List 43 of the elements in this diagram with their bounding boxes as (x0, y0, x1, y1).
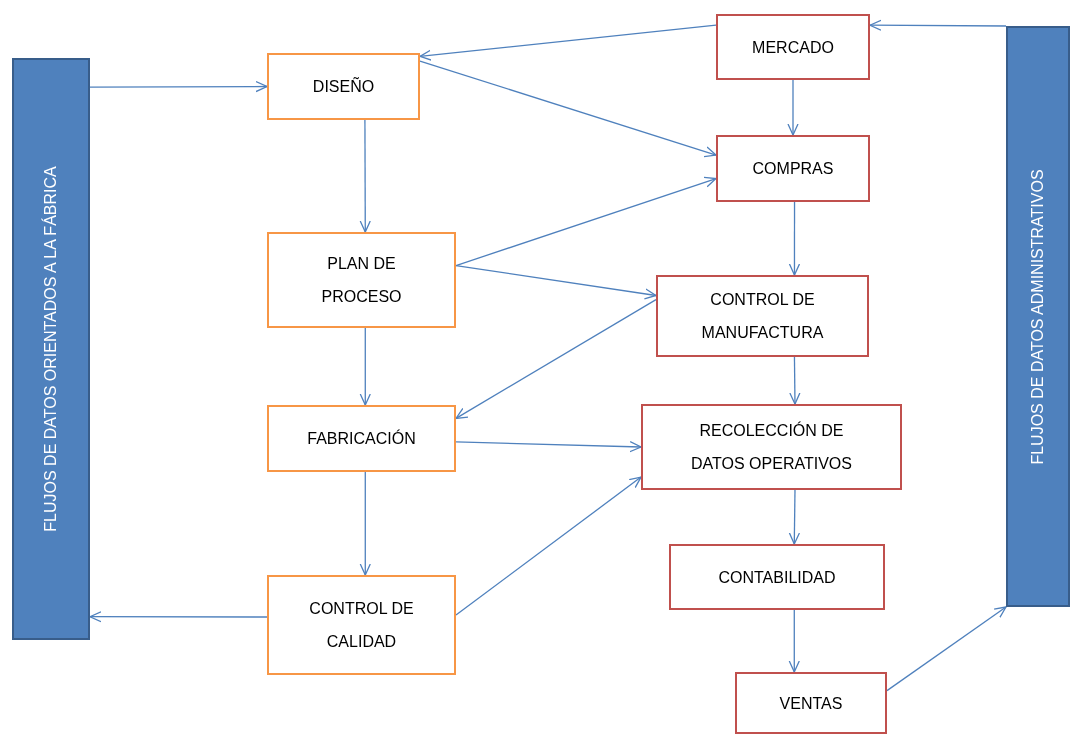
process-box (735, 672, 887, 734)
process-box (669, 544, 885, 610)
arrow (359, 119, 371, 233)
vertical-band (1006, 26, 1070, 607)
box-label: FABRICACIÓN (306, 428, 417, 449)
arrow (787, 79, 799, 136)
box-label: MERCADO (751, 37, 835, 58)
process-box (716, 135, 870, 202)
arrow (886, 606, 1007, 692)
process-box (716, 14, 870, 80)
arrow (788, 489, 801, 545)
box-label: RECOLECCIÓN DE DATOS OPERATIVOS (690, 420, 853, 474)
arrow (455, 441, 642, 453)
process-box (267, 575, 456, 675)
arrow (789, 356, 801, 405)
vertical-band (12, 58, 90, 640)
arrow (359, 327, 371, 406)
arrow (359, 471, 371, 576)
arrow (455, 176, 717, 267)
box-label: VENTAS (778, 693, 844, 714)
band-label: FLUJOS DE DATOS ADMINISTRATIVOS (1028, 168, 1047, 465)
box-label: CONTABILIDAD (717, 567, 837, 588)
box-label: PLAN DE PROCESO (320, 254, 403, 307)
arrow (455, 476, 642, 616)
process-box (267, 232, 456, 328)
arrow (89, 611, 268, 623)
process-box (267, 53, 420, 120)
box-label: COMPRAS (751, 159, 835, 179)
arrow (455, 298, 657, 420)
box-label: CONTROL DE CALIDAD (308, 599, 415, 652)
arrow (419, 60, 717, 158)
process-box (641, 404, 902, 490)
arrow (869, 19, 1007, 31)
band-label: FLUJOS DE DATOS ORIENTADOS A LA FÁBRICA (40, 166, 60, 532)
arrow (419, 24, 717, 61)
arrow (788, 609, 800, 673)
box-label: CONTROL DE MANUFACTURA (700, 290, 825, 343)
process-box (656, 275, 869, 357)
arrow (455, 264, 657, 300)
arrow (788, 201, 801, 276)
box-label: DISEÑO (311, 76, 376, 97)
arrow (89, 80, 268, 93)
process-box (267, 405, 456, 472)
